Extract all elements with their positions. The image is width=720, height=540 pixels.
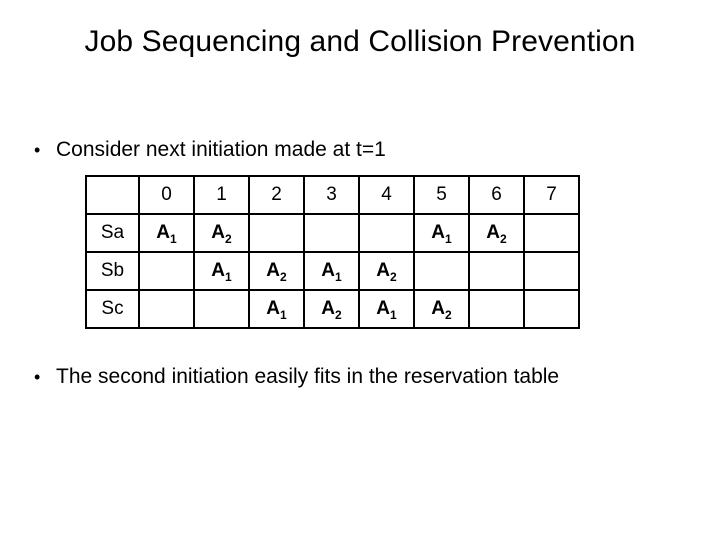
cell-sa-2	[248, 213, 305, 253]
cell-sa-3	[303, 213, 360, 253]
header-corner-cell	[85, 175, 140, 215]
header-cell-5: 5	[413, 175, 470, 215]
cell-sa-0: A1	[138, 213, 195, 253]
cell-sc-6	[468, 289, 525, 329]
bullet-item-2: • The second initiation easily fits in t…	[34, 363, 594, 391]
cell-sa-6: A2	[468, 213, 525, 253]
reservation-table-body: 0 1 2 3 4 5 6 7 Sa A1 A2 A1	[85, 175, 580, 329]
table-row: Sa A1 A2 A1 A2	[85, 213, 580, 253]
cell-sc-4: A1	[358, 289, 415, 329]
cell-sb-6	[468, 251, 525, 291]
header-cell-4: 4	[358, 175, 415, 215]
cell-sa-4	[358, 213, 415, 253]
reservation-table: 0 1 2 3 4 5 6 7 Sa A1 A2 A1	[85, 175, 580, 329]
cell-sa-1: A2	[193, 213, 250, 253]
page-title: Job Sequencing and Collision Prevention	[84, 25, 636, 58]
row-label-sb: Sb	[85, 251, 140, 291]
bullet-text: The second initiation easily fits in the…	[56, 365, 560, 388]
row-label-sc: Sc	[85, 289, 140, 329]
cell-sc-3: A2	[303, 289, 360, 329]
cell-sb-3: A1	[303, 251, 360, 291]
cell-sb-7	[523, 251, 580, 291]
cell-sb-5	[413, 251, 470, 291]
row-label-sa: Sa	[85, 213, 140, 253]
cell-sb-4: A2	[358, 251, 415, 291]
cell-sb-2: A2	[248, 251, 305, 291]
cell-sc-2: A1	[248, 289, 305, 329]
cell-sc-0	[138, 289, 195, 329]
cell-sc-7	[523, 289, 580, 329]
cell-sa-5: A1	[413, 213, 470, 253]
header-cell-2: 2	[248, 175, 305, 215]
cell-sb-0	[138, 251, 195, 291]
header-cell-7: 7	[523, 175, 580, 215]
bullet-item-1: • Consider next initiation made at t=1	[34, 136, 674, 164]
bullet-marker: •	[34, 140, 41, 160]
cell-sb-1: A1	[193, 251, 250, 291]
bullet-text: Consider next initiation made at t=1	[56, 138, 386, 161]
header-cell-3: 3	[303, 175, 360, 215]
header-cell-1: 1	[193, 175, 250, 215]
table-row: Sc A1 A2 A1 A2	[85, 289, 580, 329]
cell-sa-7	[523, 213, 580, 253]
reservation-table-grid: 0 1 2 3 4 5 6 7 Sa A1 A2 A1	[85, 175, 580, 329]
header-cell-6: 6	[468, 175, 525, 215]
table-row: Sb A1 A2 A1 A2	[85, 251, 580, 291]
table-header-row: 0 1 2 3 4 5 6 7	[85, 175, 580, 215]
header-cell-0: 0	[138, 175, 195, 215]
cell-sc-1	[193, 289, 250, 329]
cell-sc-5: A2	[413, 289, 470, 329]
bullet-marker: •	[34, 367, 41, 387]
